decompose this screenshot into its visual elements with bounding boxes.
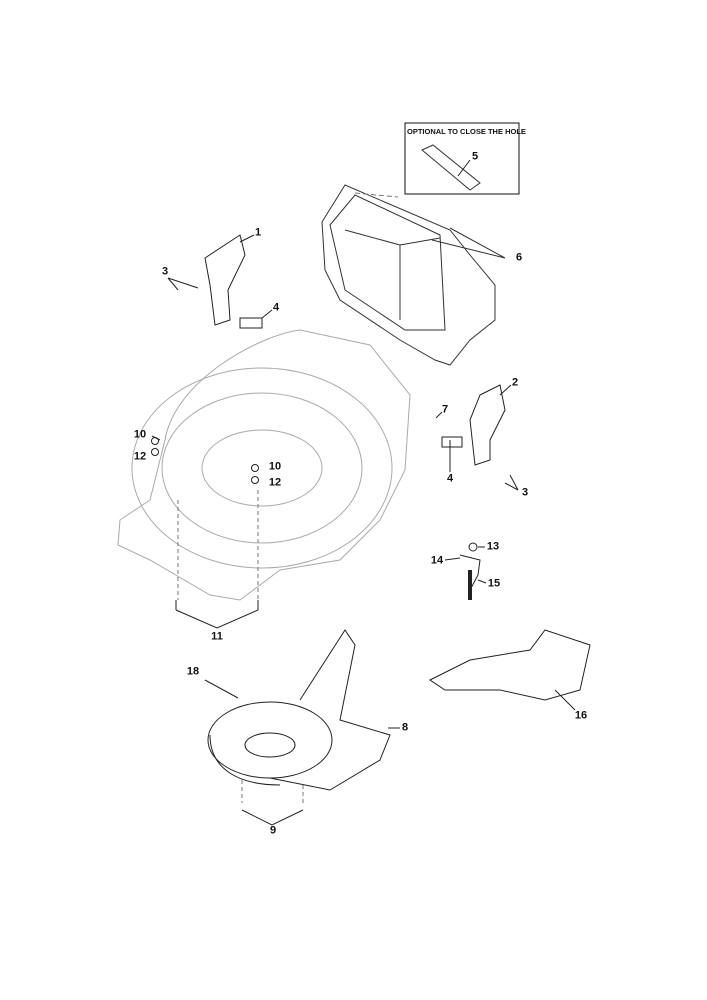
optional-part-box — [404, 122, 520, 195]
callout-2: 2 — [511, 376, 519, 389]
callout-16: 16 — [574, 709, 588, 722]
callout-11: 11 — [211, 630, 223, 643]
callout-10: 10 — [268, 460, 282, 473]
callout-7: 7 — [441, 403, 449, 416]
callout-13: 13 — [486, 540, 500, 553]
clip-left — [239, 317, 263, 329]
callout-9: 9 — [269, 824, 277, 837]
clip-right — [441, 436, 463, 448]
callout-4: 4 — [272, 301, 280, 314]
blade-housing — [207, 629, 391, 791]
callout-3: 3 — [521, 486, 529, 499]
callout-6: 6 — [515, 251, 523, 264]
optional-note: OPTIONAL TO CLOSE THE HOLE — [407, 127, 526, 136]
callout-12: 12 — [133, 450, 147, 463]
mower-deck — [117, 329, 411, 601]
bracket-right — [469, 384, 506, 466]
callout-14: 14 — [430, 554, 444, 567]
height-adjust-lever — [459, 554, 481, 591]
callout-10: 10 — [133, 428, 147, 441]
callout-18: 18 — [186, 665, 200, 678]
bracket-left — [204, 234, 246, 326]
callout-5: 5 — [471, 150, 479, 163]
callout-1: 1 — [254, 226, 262, 239]
callout-15: 15 — [487, 577, 501, 590]
callout-12: 12 — [268, 476, 282, 489]
mulching-plug — [429, 629, 591, 701]
hole-cover-part — [421, 144, 481, 191]
callout-3: 3 — [161, 265, 169, 278]
callout-4: 4 — [446, 472, 454, 485]
callout-8: 8 — [401, 721, 409, 734]
grass-bag-frame — [321, 184, 496, 366]
